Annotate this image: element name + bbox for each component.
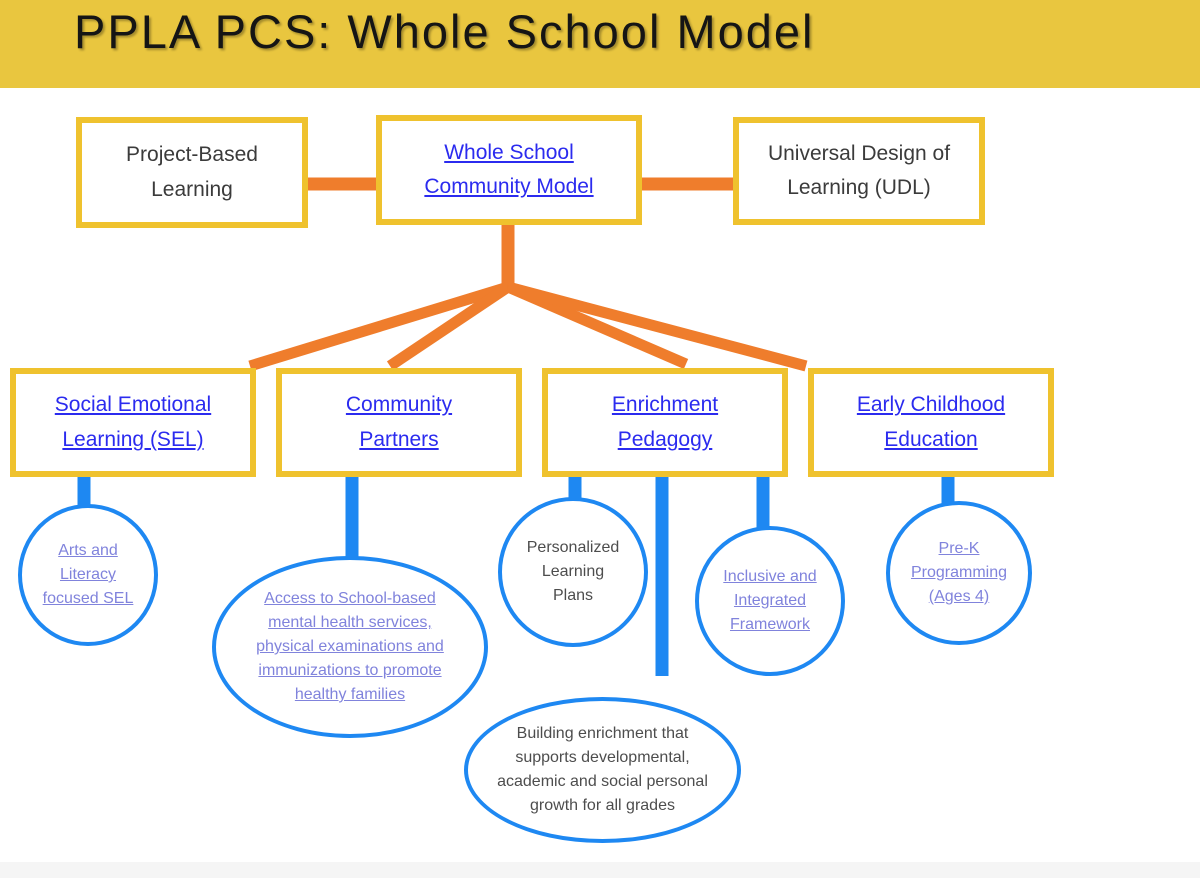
school-based-health-services-link[interactable]: Access to School-based mental health ser… bbox=[256, 590, 444, 703]
box-whole-school-community-model: Whole School Community Model bbox=[376, 115, 642, 225]
inclusive-integrated-framework-link[interactable]: Inclusive and Integrated Framework bbox=[723, 568, 817, 633]
early-childhood-education-link[interactable]: Early Childhood Education bbox=[856, 393, 1006, 451]
box-early-childhood-education: Early Childhood Education bbox=[808, 368, 1054, 477]
bubble-prek-programming: Pre-K Programming (Ages 4) bbox=[886, 501, 1032, 645]
social-emotional-learning-link[interactable]: Social Emotional Learning (SEL) bbox=[54, 393, 212, 451]
bubble-arts-literacy-sel: Arts and Literacy focused SEL bbox=[18, 504, 158, 646]
page-title: PPLA PCS: Whole School Model bbox=[74, 5, 815, 58]
box-project-based-learning: Project-Based Learning bbox=[76, 117, 308, 228]
bubble-inclusive-integrated-framework: Inclusive and Integrated Framework bbox=[695, 526, 845, 676]
title-banner: PPLA PCS: Whole School Model bbox=[0, 0, 1200, 88]
bubble-label: Building enrichment that supports develo… bbox=[497, 725, 708, 814]
arts-literacy-sel-link[interactable]: Arts and Literacy focused SEL bbox=[42, 542, 134, 607]
enrichment-pedagogy-link[interactable]: Enrichment Pedagogy bbox=[611, 393, 719, 451]
box-universal-design-of-learning: Universal Design of Learning (UDL) bbox=[733, 117, 985, 225]
footer-strip bbox=[0, 862, 1200, 878]
bubble-personalized-learning-plans: Personalized Learning Plans bbox=[498, 497, 648, 647]
orange-fan-line-early-childhood bbox=[506, 281, 808, 372]
box-social-emotional-learning: Social Emotional Learning (SEL) bbox=[10, 368, 256, 477]
orange-fan-line-community bbox=[386, 282, 512, 371]
box-enrichment-pedagogy: Enrichment Pedagogy bbox=[542, 368, 788, 477]
bubble-school-based-health-services: Access to School-based mental health ser… bbox=[212, 556, 488, 738]
box-label: Universal Design of Learning (UDL) bbox=[767, 141, 951, 199]
orange-fan-line-sel bbox=[248, 281, 510, 372]
box-community-partners: Community Partners bbox=[276, 368, 522, 477]
community-partners-link[interactable]: Community Partners bbox=[345, 393, 453, 451]
whole-school-community-model-link[interactable]: Whole School Community Model bbox=[424, 140, 594, 198]
bubble-building-enrichment: Building enrichment that supports develo… bbox=[464, 697, 741, 843]
box-label: Project-Based Learning bbox=[126, 143, 258, 201]
bubble-label: Personalized Learning Plans bbox=[526, 539, 620, 604]
prek-programming-link[interactable]: Pre-K Programming (Ages 4) bbox=[910, 540, 1008, 605]
